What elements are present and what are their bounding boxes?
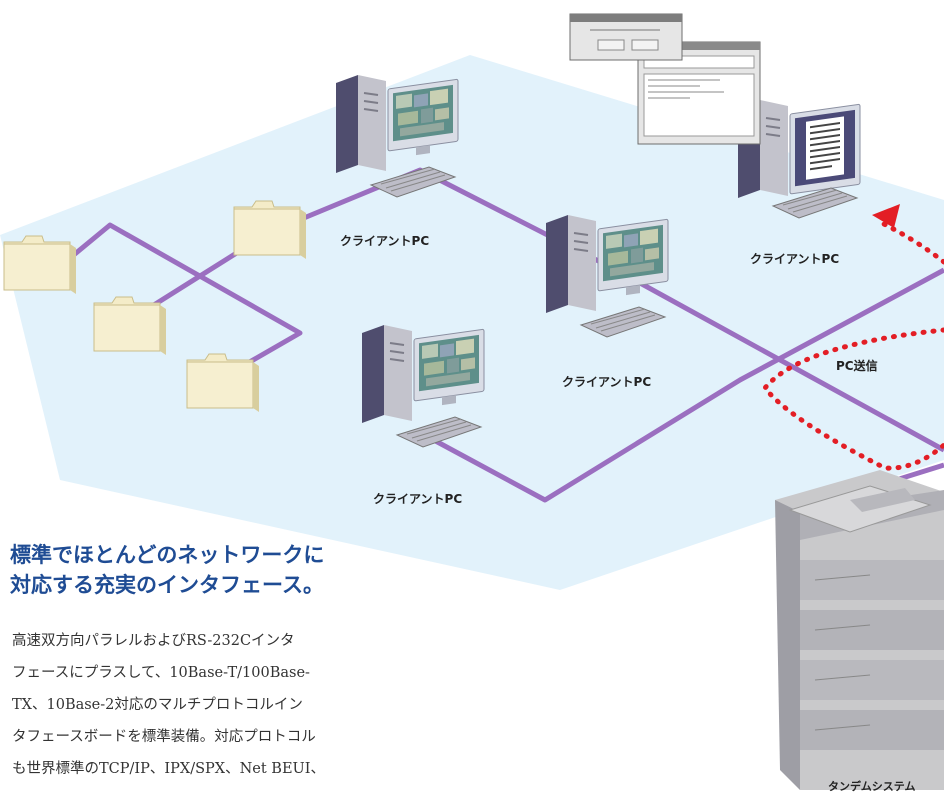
copier-icon <box>775 470 944 790</box>
folder-icon <box>3 235 77 295</box>
client-pc-label: クライアントPC <box>373 492 463 506</box>
network-zone <box>0 55 944 590</box>
body-line: も世界標準のTCP/IP、IPX/SPX、Net BEUI、 <box>12 761 325 777</box>
send-arrow-icon <box>872 204 900 228</box>
headline: 標準でほとんどのネットワークに 対応する充実のインタフェース。 <box>10 540 324 600</box>
dialog-window-icon <box>569 13 761 145</box>
client-pc-label: クライアントPC <box>340 234 430 248</box>
body-line: タフェースボードを標準装備。対応プロトコル <box>12 729 316 745</box>
folder-icon <box>233 200 307 260</box>
send-path <box>761 219 944 471</box>
body-paragraph: 高速双方向パラレルおよびRS-232Cインタ フェースにプラスして、10Base… <box>12 625 407 785</box>
headline-line: 対応する充実のインタフェース。 <box>10 573 324 597</box>
headline-line: 標準でほとんどのネットワークに <box>10 543 325 567</box>
client-pc-label: クライアントPC <box>750 252 840 266</box>
body-line: TX、10Base-2対応のマルチプロトコルイン <box>12 697 303 713</box>
tandem-system-label: タンデムシステム <box>828 780 916 793</box>
pc-send-label: PC送信 <box>836 359 878 373</box>
body-line: 高速双方向パラレルおよびRS-232Cインタ <box>12 633 295 649</box>
folder-icon <box>93 296 167 356</box>
body-line: フェースにプラスして、10Base-T/100Base- <box>12 665 310 681</box>
client-pc-label: クライアントPC <box>562 375 652 389</box>
folder-icon <box>186 353 260 413</box>
sending-pc-icon <box>737 99 861 219</box>
